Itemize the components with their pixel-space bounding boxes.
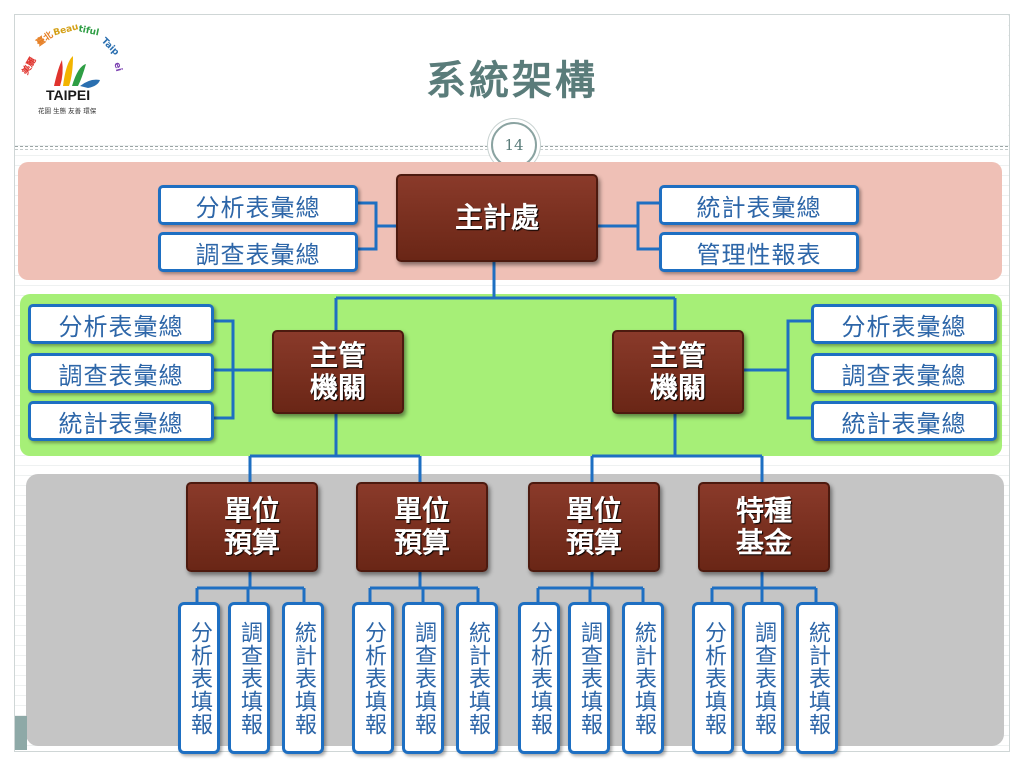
- mid-left-box-2: 調查表彙總: [28, 353, 214, 393]
- report-box: 統計表填報: [622, 602, 664, 754]
- report-box: 調查表填報: [402, 602, 444, 754]
- node-line: 預算: [223, 526, 280, 559]
- title-area: [15, 15, 1008, 143]
- node-unit-budget-3: 單位預算: [528, 482, 660, 572]
- node-line: 主管: [649, 338, 706, 372]
- report-box: 調查表填報: [228, 602, 270, 754]
- report-box: 分析表填報: [352, 602, 394, 754]
- node-line: 機關: [309, 371, 366, 404]
- node-line: 特種: [735, 493, 792, 527]
- top-right-box-1: 統計表彙總: [659, 185, 859, 225]
- logo-brand: TAIPEI: [46, 87, 90, 103]
- corner-accent: [15, 716, 27, 750]
- report-box: 分析表填報: [178, 602, 220, 754]
- mid-right-box-3: 統計表彙總: [811, 401, 997, 441]
- report-box: 統計表填報: [282, 602, 324, 754]
- node-competent-authority-right: 主管機關: [612, 330, 744, 414]
- page-number: 14: [491, 122, 537, 168]
- report-box: 統計表填報: [456, 602, 498, 754]
- node-line: 單位: [393, 493, 450, 527]
- top-left-box-1: 分析表彙總: [158, 185, 358, 225]
- report-box: 統計表填報: [796, 602, 838, 754]
- node-line: 單位: [565, 493, 622, 527]
- node-unit-budget-1: 單位預算: [186, 482, 318, 572]
- node-accounting-office: 主計處: [396, 174, 598, 262]
- node-line: 基金: [735, 526, 792, 559]
- mid-left-box-1: 分析表彙總: [28, 304, 214, 344]
- mid-left-box-3: 統計表彙總: [28, 401, 214, 441]
- top-left-box-2: 調查表彙總: [158, 232, 358, 272]
- report-box: 調查表填報: [742, 602, 784, 754]
- report-box: 調查表填報: [568, 602, 610, 754]
- node-line: 機關: [649, 371, 706, 404]
- node-line: 預算: [565, 526, 622, 559]
- taipei-logo: 美麗 臺北 Beau tiful Taip ei TAIPEI 花園 生態 友善…: [20, 22, 123, 115]
- top-right-box-2: 管理性報表: [659, 232, 859, 272]
- slide-title: 系統架構: [426, 58, 598, 104]
- node-competent-authority-left: 主管機關: [272, 330, 404, 414]
- mid-right-box-2: 調查表彙總: [811, 353, 997, 393]
- svg-text:ei: ei: [111, 61, 123, 72]
- node-special-fund: 特種基金: [698, 482, 830, 572]
- node-line: 預算: [393, 526, 450, 559]
- logo-subtitle: 花園 生態 友善 環保: [38, 106, 97, 115]
- node-unit-budget-2: 單位預算: [356, 482, 488, 572]
- report-box: 分析表填報: [692, 602, 734, 754]
- node-line: 主管: [309, 338, 366, 372]
- svg-text:tiful: tiful: [77, 24, 99, 38]
- node-line: 單位: [223, 493, 280, 527]
- mid-right-box-1: 分析表彙總: [811, 304, 997, 344]
- report-box: 分析表填報: [518, 602, 560, 754]
